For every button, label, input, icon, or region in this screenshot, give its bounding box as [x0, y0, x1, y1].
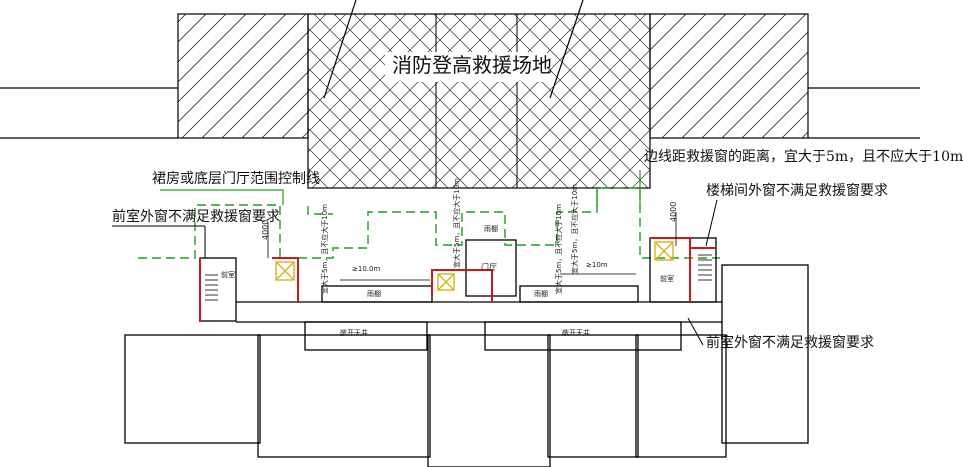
stairs: [205, 254, 712, 301]
room-lobby: 门厅: [481, 263, 497, 272]
dim-4000-left: 4000: [261, 219, 270, 240]
dim-10m: ≥10.0m: [352, 265, 381, 273]
dim-10m-right: ≥10m: [586, 261, 608, 269]
v-note-4: 宜大于5m，且不应大于10m: [571, 184, 579, 274]
front-room-right-label: 前室外窗不满足救援窗要求: [706, 335, 874, 351]
front-room-left-label: 前室外窗不满足救援窗要求: [112, 209, 280, 225]
podium-line-label: 裙房或底层门厅范围控制线: [152, 171, 320, 187]
room-shaft-left: 敞开天井: [340, 329, 368, 337]
v-note-2: 宜大于5m，且不应大于10m: [453, 178, 461, 268]
room-front-left: 前室: [221, 271, 235, 279]
rescue-site-area: [177, 0, 809, 189]
edge-distance-label: 边线距救援窗的距离，宜大于5m，且不应大于10m: [644, 149, 963, 165]
room-canopy-right: 雨棚: [534, 290, 548, 298]
dim-4000-right: 4000: [669, 201, 678, 222]
site-title: 消防登高救援场地: [392, 53, 552, 77]
room-canopy-left: 雨棚: [367, 290, 381, 298]
room-canopy-lobby: 雨棚: [484, 225, 498, 233]
control-lines: [138, 187, 720, 259]
elevators: [275, 241, 674, 291]
dimension-lines: [267, 212, 677, 281]
leader-lines: [160, 170, 641, 205]
room-shaft-right: 敞开天井: [562, 329, 590, 337]
road-lines: [0, 87, 920, 139]
plan-drawing: [0, 0, 920, 467]
room-front-right: 前室: [660, 275, 674, 283]
v-note-1: 宜大于5m，且不应大于10m: [321, 204, 329, 294]
red-walls: [199, 237, 716, 322]
v-note-3: 宜大于5m，且不应大于10m: [555, 204, 563, 294]
stair-window-label: 楼梯间外窗不满足救援窗要求: [706, 183, 888, 199]
